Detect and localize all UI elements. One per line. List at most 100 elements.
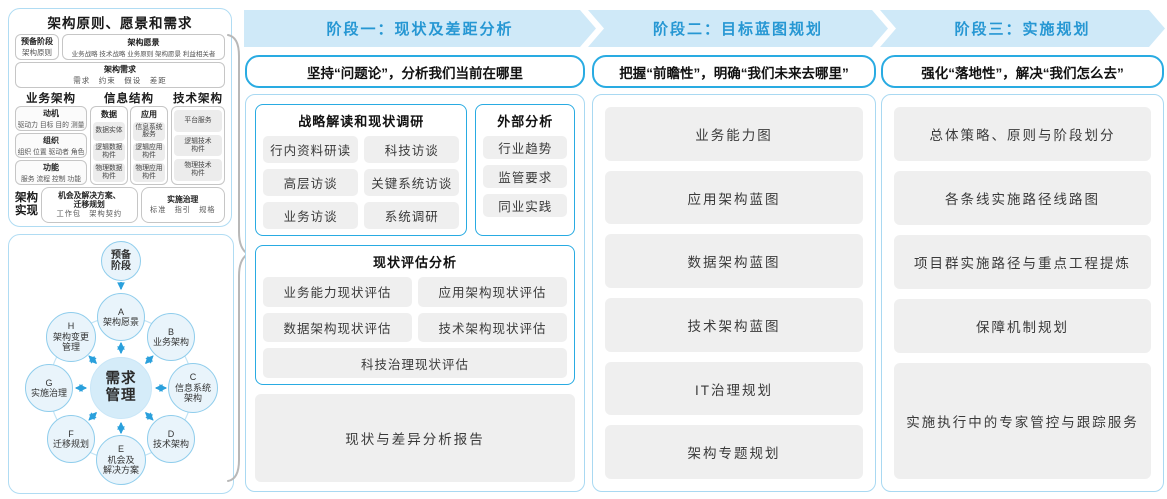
data-subcolumn: 数据 数据实体 逻辑数据 构件 物理数据 构件 [90,106,128,185]
tech-item: 平台服务 [174,110,222,132]
phase-2-item: 架构专题规划 [605,425,863,480]
adm-node-f-migration: F 迁移规划 [47,415,95,463]
requirements-title: 架构需求 [104,65,136,74]
adm-node-g-governance: G 实施治理 [25,364,73,412]
assessment-title: 现状评估分析 [372,255,457,270]
assessment-item: 业务能力现状评估 [263,277,412,307]
opportunity-sub: 工作包 架构契约 [56,209,123,219]
phase-2-item: IT治理规划 [605,361,863,416]
phase-1-subtitle: 坚持“问题论”，分析我们当前在哪里 [245,55,585,88]
data-item: 物理数据 构件 [93,163,125,183]
application-item: 信息系统 服务 [133,122,165,141]
phase-3-content-panel: 总体策略、原则与阶段划分 各条线实施路径线路图 项目群实施路径与重点工程提炼 保… [881,94,1164,492]
center-arrow [144,411,154,421]
information-structure-title: 信息结构 [104,93,154,105]
phase-3-item: 总体策略、原则与阶段划分 [894,107,1151,161]
opportunity-title: 机会及解决方案、 迁移规划 [58,190,121,209]
tech-item: 逻辑技术 构件 [174,134,222,157]
strategy-item: 关键系统访谈 [364,169,460,196]
adm-node-c-information-systems: C 信息系统 架构 [168,363,218,413]
assessment-item: 数据架构现状评估 [263,312,412,343]
strategy-item: 高层访谈 [263,169,359,196]
business-architecture-title: 业务架构 [26,93,76,105]
opportunity-migration-box: 机会及解决方案、 迁移规划 工作包 架构契约 [41,187,138,223]
prep-phase-box: 预备阶段 架构原则 [15,34,59,60]
information-structure-column: 信息结构 数据 数据实体 逻辑数据 构件 物理数据 构件 应用 信息系统 服务 … [90,90,168,185]
principles-panel-title: 架构原则、愿景和需求 [47,16,193,31]
adm-node-b-business: B 业务架构 [147,313,195,361]
vision-title: 架构愿景 [127,37,160,47]
motivation-sub: 驱动力 目标 目的 测量 [17,122,85,129]
assessment-item: 应用架构现状评估 [418,277,567,307]
prep-phase-title: 预备阶段 [21,37,53,46]
adm-node-h-change-management: H 架构变更 管理 [46,312,96,362]
adm-node-preparation: 预备 阶段 [101,241,141,281]
technical-architecture-column: 技术架构 平台服务 逻辑技术 构件 物理技术 构件 [171,90,225,185]
center-arrow [88,355,98,365]
center-arrow [88,411,98,421]
phase-2-item: 业务能力图 [605,107,863,161]
implementation-label: 架构 实现 [15,191,38,217]
prep-phase-sub: 架构原则 [22,48,52,57]
phase-3-item: 各条线实施路径线路图 [894,170,1151,225]
strategy-item: 系统调研 [364,202,460,229]
function-sub: 服务 流程 控制 功能 [20,176,82,183]
assessment-item: 技术架构现状评估 [418,312,567,343]
phase-2-item: 技术架构蓝图 [605,298,863,352]
strategy-research-box: 战略解读和现状调研 行内资料研读 科技访谈 高层访谈 关键系统访谈 业务访谈 系… [255,104,468,236]
architecture-implementation-row: 架构 实现 机会及解决方案、 迁移规划 工作包 架构契约 实施治理 标准 指引 … [15,187,225,223]
strategy-research-title: 战略解读和现状调研 [298,114,425,129]
prep-vision-row: 预备阶段 架构原则 架构愿景 业务战略 技术战略 业务原则 架构愿景 利益相关者 [15,34,225,60]
strategy-item: 科技访谈 [364,136,460,163]
architecture-vision-box: 架构愿景 业务战略 技术战略 业务原则 架构愿景 利益相关者 [62,34,225,60]
adm-node-d-technology: D 技术架构 [147,415,195,463]
function-box: 功能 服务 流程 控制 功能 [15,160,87,185]
phase-3-item: 实施执行中的专家管控与跟踪服务 [894,362,1151,479]
organization-title: 组织 [43,136,59,145]
external-item: 行业趋势 [483,136,567,159]
architecture-columns-row: 业务架构 动机 驱动力 目标 目的 测量 组织 组织 位置 驱动者 角色 功能 … [15,90,225,185]
application-item: 物理应用 构件 [133,163,165,183]
phase-2-item: 数据架构蓝图 [605,234,863,289]
gap-analysis-report-box: 现状与差异分析报告 [255,394,575,482]
application-item: 逻辑应用 构件 [133,142,165,162]
organization-box: 组织 组织 位置 驱动者 角色 [15,133,87,158]
organization-sub: 组织 位置 驱动者 角色 [17,149,85,156]
architecture-principles-panel: 架构原则、愿景和需求 预备阶段 架构原则 架构愿景 业务战略 技术战略 业务原则… [8,8,232,227]
adm-node-a-vision: A 架构愿景 [97,293,145,341]
implementation-governance-box: 实施治理 标准 指引 规格 [140,187,225,223]
technical-architecture-title: 技术架构 [173,93,223,105]
phase-1-content-panel: 战略解读和现状调研 行内资料研读 科技访谈 高层访谈 关键系统访谈 业务访谈 系… [245,94,585,492]
governance-sub: 标准 指引 规格 [150,204,216,214]
external-item: 同业实践 [483,194,567,217]
external-item: 监管要求 [483,165,567,188]
application-header: 应用 [141,110,157,119]
adm-cycle-panel: 预备 阶段 A 架构愿景 B 业务架构 C 信息系统 架构 D 技术架构 E 机… [8,234,234,494]
strategy-item: 行内资料研读 [263,136,359,163]
assessment-item-full: 科技治理现状评估 [263,348,567,378]
external-analysis-title: 外部分析 [497,114,554,129]
strategy-item: 业务访谈 [263,202,359,229]
center-arrow [144,355,154,365]
governance-title: 实施治理 [167,195,199,205]
motivation-title: 动机 [43,109,59,118]
data-item: 数据实体 [93,122,125,141]
phase-3-item: 保障机制规划 [894,298,1151,353]
tech-item: 物理技术 构件 [174,159,222,182]
business-architecture-column: 业务架构 动机 驱动力 目标 目的 测量 组织 组织 位置 驱动者 角色 功能 … [15,90,87,185]
adm-node-e-opportunities: E 机会及 解决方案 [96,435,146,485]
current-state-assessment-box: 现状评估分析 业务能力现状评估 应用架构现状评估 数据架构现状评估 技术架构现状… [255,245,575,385]
motivation-box: 动机 驱动力 目标 目的 测量 [15,106,87,131]
phase-3-subtitle: 强化“落地性”，解决“我们怎么去” [881,55,1164,88]
phase-2-banner: 阶段二：目标蓝图规划 [588,10,888,47]
phase-2-item: 应用架构蓝图 [605,170,863,225]
function-title: 功能 [43,163,59,172]
phase-2-content-panel: 业务能力图 应用架构蓝图 数据架构蓝图 技术架构蓝图 IT治理规划 架构专题规划 [592,94,876,492]
data-header: 数据 [101,110,117,119]
phase-3-banner: 阶段三：实施规划 [880,10,1165,47]
requirements-sub: 需求 约束 假设 差距 [73,76,167,85]
adm-center-requirements-management: 需求 管理 [90,357,152,419]
phase-2-subtitle: 把握“前瞻性”，明确“我们未来去哪里” [592,55,876,88]
application-subcolumn: 应用 信息系统 服务 逻辑应用 构件 物理应用 构件 [130,106,168,185]
